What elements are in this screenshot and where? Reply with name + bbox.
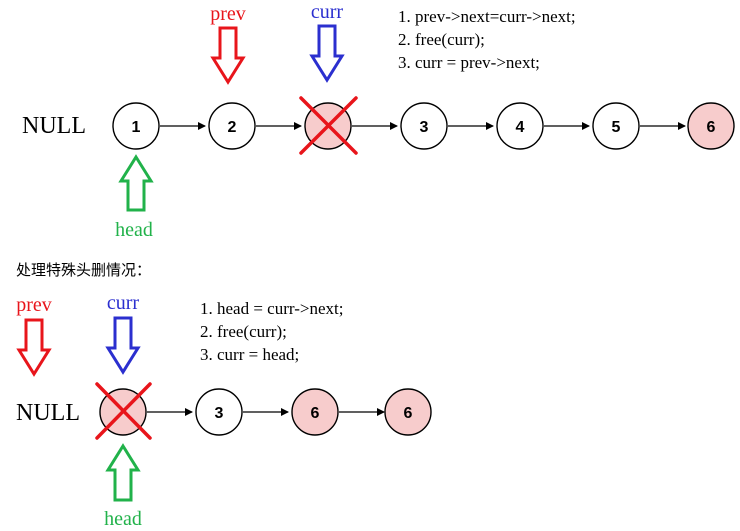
bottom-node-3-circle — [195, 388, 243, 436]
bottom-delete-cross-icon — [95, 382, 152, 440]
top-node-5-circle — [592, 102, 640, 150]
bottom-curr-arrow-icon — [105, 316, 141, 375]
top-code-line-3: 3. curr = prev->next; — [398, 53, 540, 72]
bottom-head-arrow-icon — [105, 443, 141, 502]
top-node-4: 4 — [496, 102, 544, 150]
top-node-5: 5 — [592, 102, 640, 150]
bottom-code-line-2: 2. free(curr); — [200, 322, 287, 341]
top-node-4-circle — [496, 102, 544, 150]
bottom-node-6a-label: 6 — [311, 405, 320, 422]
top-node-3-circle — [400, 102, 448, 150]
top-node-3: 3 — [400, 102, 448, 150]
bottom-prev-label: prev — [16, 294, 52, 316]
top-node-1-label: 1 — [132, 119, 141, 136]
top-node-6-label: 6 — [707, 119, 716, 136]
top-delete-cross-icon — [299, 96, 358, 155]
special-case-note: 处理特殊头删情况： — [16, 261, 151, 279]
bottom-head-label: head — [104, 508, 142, 530]
top-node-6: 6 — [687, 102, 735, 150]
top-node-3-label: 3 — [420, 119, 429, 136]
bottom-null-label: NULL — [16, 400, 80, 426]
bottom-code-line-3: 3. curr = head; — [200, 345, 299, 364]
bottom-node-curr — [95, 382, 152, 440]
bottom-code-block: 1. head = curr->next; 2. free(curr); 3. … — [200, 299, 343, 364]
bottom-code-line-1: 1. head = curr->next; — [200, 299, 343, 318]
top-code-line-1: 1. prev->next=curr->next; — [398, 7, 576, 26]
bottom-prev-arrow-icon — [16, 318, 52, 377]
top-head-label: head — [115, 219, 153, 241]
top-code-line-2: 2. free(curr); — [398, 30, 485, 49]
top-node-2-circle — [208, 102, 256, 150]
top-node-2-label: 2 — [228, 119, 237, 136]
bottom-node-3-label: 3 — [215, 405, 224, 422]
top-node-1-circle — [112, 102, 160, 150]
top-code-block: 1. prev->next=curr->next; 2. free(curr);… — [398, 7, 576, 72]
top-node-2: 2 — [208, 102, 256, 150]
bottom-node-6a-circle — [291, 388, 339, 436]
top-curr-arrow-icon — [309, 24, 345, 83]
bottom-node-3: 3 — [195, 388, 243, 436]
bottom-node-6b-circle — [384, 388, 432, 436]
top-node-curr — [299, 96, 358, 155]
bottom-curr-label: curr — [107, 292, 140, 314]
bottom-node-6b-label: 6 — [404, 405, 413, 422]
top-node-1: 1 — [112, 102, 160, 150]
bottom-node-6b: 6 — [384, 388, 432, 436]
top-node-6-circle — [687, 102, 735, 150]
top-prev-label: prev — [210, 3, 246, 25]
bottom-section: NULL 3 6 6 prev c — [16, 292, 432, 530]
top-null-label: NULL — [22, 113, 86, 139]
top-node-4-label: 4 — [516, 119, 525, 136]
bottom-node-6a: 6 — [291, 388, 339, 436]
top-section: NULL 1 2 3 — [22, 1, 735, 241]
top-head-arrow-icon — [118, 154, 154, 212]
top-curr-label: curr — [311, 1, 344, 23]
top-node-5-label: 5 — [612, 119, 621, 136]
top-prev-arrow-icon — [210, 26, 246, 85]
